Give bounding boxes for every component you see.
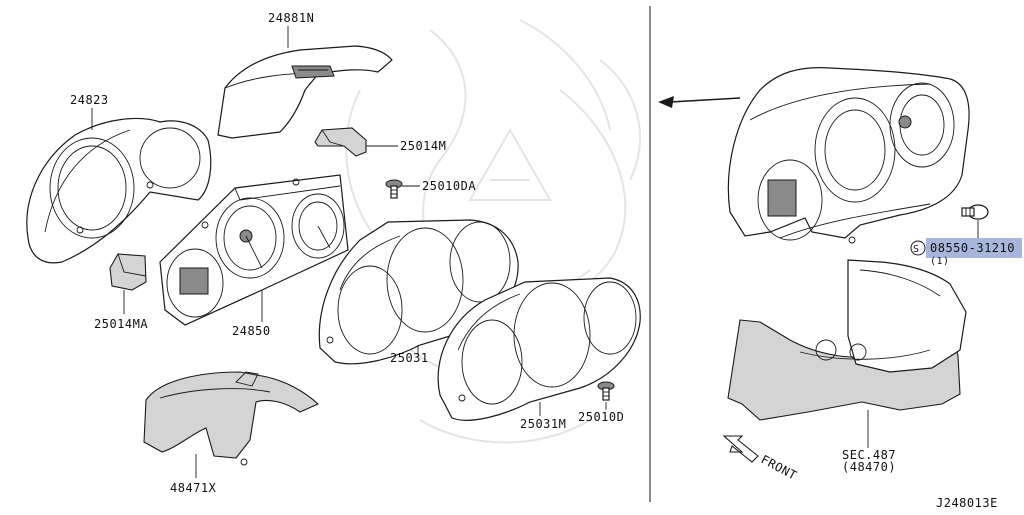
part-25031M-mask [437, 277, 641, 421]
callout-48471X: 48471X [170, 481, 217, 495]
part-08550-31210-screw [961, 204, 989, 220]
callout-25031: 25031 [390, 351, 429, 365]
callout-25014M: 25014M [400, 139, 446, 153]
callout-screw-qty: (1) [930, 256, 950, 267]
callout-24823: 24823 [70, 93, 109, 107]
callout-08550-31210: 08550-31210 [930, 241, 1015, 255]
front-arrow-icon [722, 435, 759, 463]
assembled-meter-upper [727, 67, 970, 244]
callout-sec-48470: (48470) [842, 460, 896, 474]
callout-sec-487: SEC.487 [842, 448, 896, 462]
part-25014MA-clip [109, 253, 147, 291]
highlight-08550-31210 [926, 238, 1022, 258]
callout-25010DA: 25010DA [422, 179, 476, 193]
callout-25031M: 25031M [520, 417, 566, 431]
part-24881N-cover [217, 45, 393, 139]
callout-24881N: 24881N [268, 11, 314, 25]
part-24823-finisher [26, 117, 212, 264]
part-25010DA-screw [385, 179, 403, 199]
callout-25014MA: 25014MA [94, 317, 148, 331]
front-label: FRONT [759, 452, 800, 482]
part-25010D-screw [597, 381, 615, 401]
part-24850-meter [159, 174, 349, 326]
part-48471X-cover [143, 371, 319, 466]
part-25014M-bracket [314, 127, 367, 157]
callout-25010D: 25010D [578, 410, 624, 424]
direction-arrow-left [658, 96, 741, 108]
screw-symbol-circle [910, 240, 926, 256]
drawing-code: J248013E [936, 496, 998, 510]
callout-24850: 24850 [232, 324, 271, 338]
callout-screw-symbol: S [913, 244, 920, 255]
assembled-column-cover [727, 259, 967, 421]
